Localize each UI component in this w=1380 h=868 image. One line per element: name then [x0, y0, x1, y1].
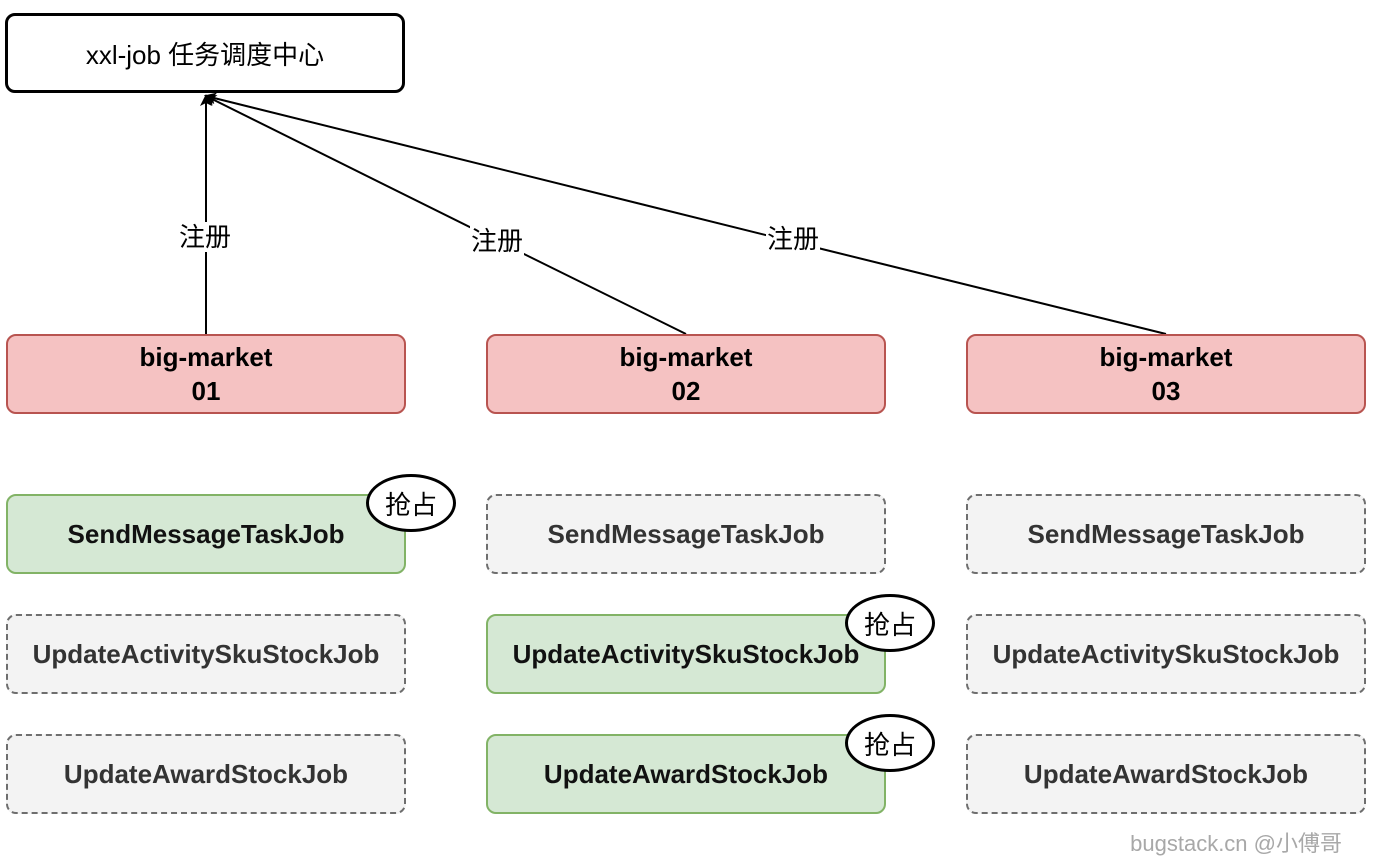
job-send-message-01: SendMessageTaskJob [6, 494, 406, 574]
job-label: UpdateActivitySkuStockJob [992, 638, 1340, 669]
job-label: UpdateAwardStockJob [543, 758, 829, 789]
job-update-award-01: UpdateAwardStockJob [6, 734, 406, 814]
edge-node-02 [204, 95, 687, 335]
edge-label-02: 注册 [470, 226, 525, 256]
job-send-message-02: SendMessageTaskJob [486, 494, 886, 574]
scheduler-center: xxl-job 任务调度中心 [5, 13, 405, 93]
node-01: big-market 01 [6, 334, 406, 414]
edge-node-03 [204, 92, 1167, 335]
badge-label: 抢占 [863, 609, 916, 640]
job-label: SendMessageTaskJob [1027, 518, 1305, 549]
badge-label: 抢占 [863, 729, 916, 760]
badge-label: 抢占 [384, 489, 437, 520]
node-name: big-market [139, 342, 273, 372]
node-03: big-market 03 [966, 334, 1366, 414]
job-send-message-03: SendMessageTaskJob [966, 494, 1366, 574]
preempt-badge-update-activity-sku-02: 抢占 [845, 594, 935, 652]
node-02: big-market 02 [486, 334, 886, 414]
job-label: UpdateActivitySkuStockJob [512, 638, 860, 669]
job-label: SendMessageTaskJob [67, 518, 345, 549]
preempt-badge-update-award-02: 抢占 [845, 714, 935, 772]
node-name: big-market [619, 342, 753, 372]
job-label: UpdateAwardStockJob [63, 758, 349, 789]
job-label: UpdateActivitySkuStockJob [32, 638, 380, 669]
node-id: 03 [1151, 376, 1181, 406]
node-name: big-market [1099, 342, 1233, 372]
job-label: SendMessageTaskJob [547, 518, 825, 549]
scheduler-label: xxl-job 任务调度中心 [85, 39, 325, 70]
job-update-activity-sku-01: UpdateActivitySkuStockJob [6, 614, 406, 694]
job-update-award-03: UpdateAwardStockJob [966, 734, 1366, 814]
node-id: 01 [191, 376, 221, 406]
job-update-award-02: UpdateAwardStockJob [486, 734, 886, 814]
job-label: UpdateAwardStockJob [1023, 758, 1309, 789]
edge-label-03: 注册 [766, 224, 821, 254]
edge-label-01: 注册 [178, 222, 233, 252]
job-update-activity-sku-02: UpdateActivitySkuStockJob [486, 614, 886, 694]
preempt-badge-send-message-01: 抢占 [366, 474, 456, 532]
job-update-activity-sku-03: UpdateActivitySkuStockJob [966, 614, 1366, 694]
node-id: 02 [671, 376, 701, 406]
watermark: bugstack.cn @小傅哥 [1130, 831, 1342, 856]
